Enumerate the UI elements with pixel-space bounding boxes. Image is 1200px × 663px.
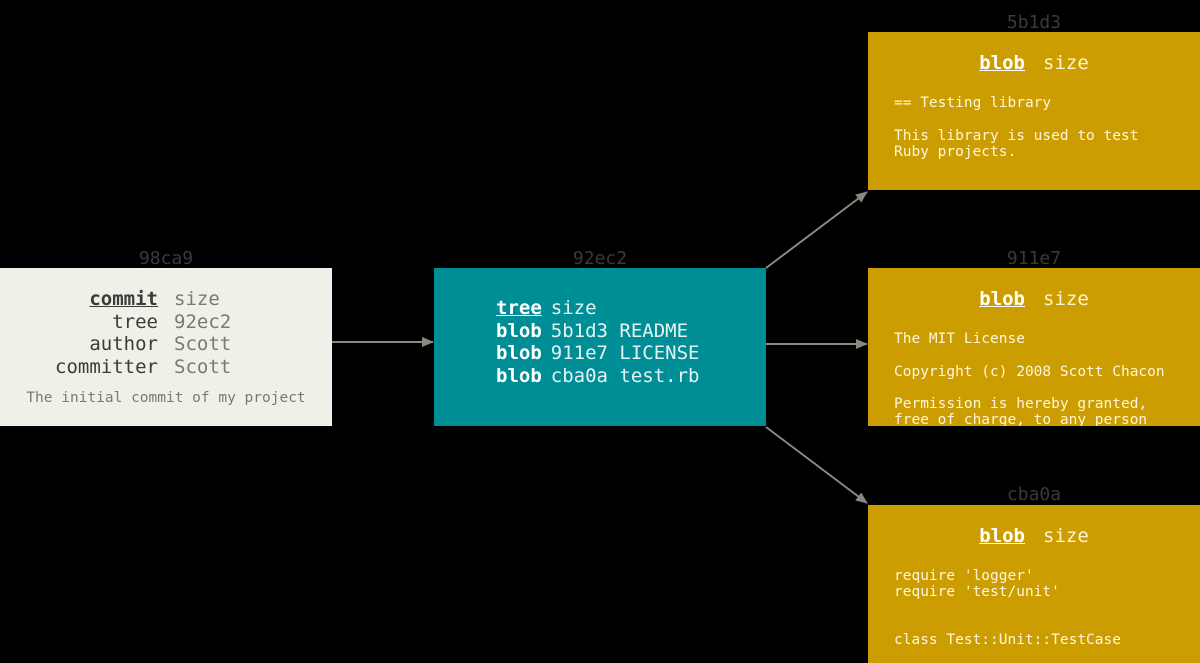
commit-author-value: Scott	[174, 333, 232, 355]
blob-type-label: blob	[979, 525, 1025, 547]
blob-content-line: require 'test/unit'	[894, 584, 1060, 600]
commit-tree-label: tree	[112, 310, 158, 333]
blob-testrb-box: blob size require 'logger' require 'test/…	[868, 505, 1200, 663]
tree-entry-type: blob	[496, 319, 542, 342]
tree-entry: blob 911e7 LICENSE	[496, 342, 699, 365]
blob-testrb-hash: cba0a	[1006, 484, 1062, 505]
arrow-tree-to-blob-readme	[765, 191, 868, 269]
blob-content-line: class Test::Unit::TestCase	[894, 632, 1121, 648]
commit-author-label: author	[89, 333, 158, 355]
blob-license-header: blob size	[868, 288, 1200, 310]
arrow-tree-to-blob-testrb	[765, 426, 868, 504]
blob-license-hash: 911e7	[1006, 248, 1062, 269]
tree-entry-type: blob	[496, 342, 542, 364]
blob-readme-header: blob size	[868, 52, 1200, 74]
blob-content-line: This library is used to test	[894, 128, 1139, 144]
commit-fields: commit size tree 92ec2 author Scott comm…	[0, 288, 231, 378]
blob-size-label: size	[1043, 288, 1089, 310]
commit-committer-label: committer	[55, 355, 158, 378]
commit-object-box: commit size tree 92ec2 author Scott comm…	[0, 268, 332, 426]
tree-entry-testrb: cba0a test.rb	[550, 364, 700, 387]
tree-entry-readme: 5b1d3 README	[550, 319, 689, 342]
blob-license-box: blob size The MIT License Copyright (c) 2…	[868, 268, 1200, 426]
blob-size-label: size	[1043, 52, 1089, 74]
tree-type-label: tree	[496, 297, 542, 319]
tree-object-box: tree size blob 5b1d3 README blob 911e7 L…	[434, 268, 766, 426]
tree-entry: blob cba0a test.rb	[496, 365, 699, 388]
blob-content-line: The MIT License	[894, 331, 1025, 347]
tree-size-value: size	[550, 297, 597, 319]
commit-row: author Scott	[0, 333, 231, 356]
commit-committer-value: Scott	[174, 355, 232, 378]
commit-row: commit size	[0, 288, 231, 311]
blob-testrb-header: blob size	[868, 525, 1200, 547]
blob-content-line: Copyright (c) 2008 Scott Chacon	[894, 364, 1165, 380]
blob-content-line: require 'logger'	[894, 568, 1034, 584]
commit-row: committer Scott	[0, 356, 231, 379]
tree-entries: tree size blob 5b1d3 README blob 911e7 L…	[496, 297, 699, 387]
blob-content-line: Ruby projects.	[894, 144, 1017, 160]
blob-content-line: Permission is hereby granted,	[894, 396, 1148, 412]
tree-hash: 92ec2	[572, 248, 628, 269]
commit-type-label: commit	[89, 288, 158, 310]
blob-type-label: blob	[979, 52, 1025, 74]
tree-entry-license: 911e7 LICENSE	[550, 342, 700, 364]
tree-entry: tree size	[496, 297, 699, 320]
commit-message: The initial commit of my project	[26, 390, 306, 406]
blob-content-line: == Testing library	[894, 95, 1052, 111]
commit-tree-value: 92ec2	[174, 310, 232, 333]
commit-hash: 98ca9	[138, 248, 194, 269]
blob-size-label: size	[1043, 525, 1089, 547]
blob-readme-hash: 5b1d3	[1006, 12, 1062, 33]
blob-readme-box: blob size == Testing library This library…	[868, 32, 1200, 190]
commit-row: tree 92ec2	[0, 311, 231, 334]
tree-entry: blob 5b1d3 README	[496, 320, 699, 343]
commit-size-value: size	[174, 288, 220, 310]
blob-content-line: free of charge, to any person	[894, 412, 1148, 426]
blob-type-label: blob	[979, 288, 1025, 310]
tree-entry-type: blob	[496, 364, 542, 387]
